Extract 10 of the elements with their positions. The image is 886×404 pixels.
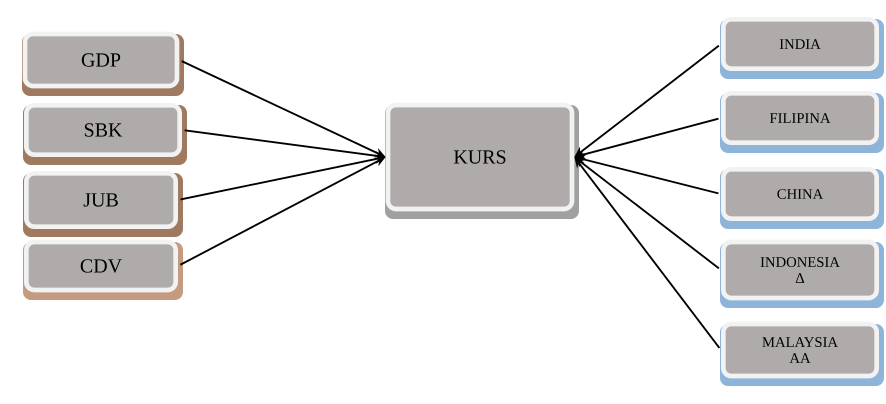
process-box: JUB — [23, 171, 183, 237]
process-box: CHINA — [720, 167, 884, 229]
process-box: MALAYSIA AA — [720, 322, 884, 386]
process-box: SBK — [23, 103, 187, 165]
process-box: GDP — [22, 32, 184, 96]
process-box: FILIPINA — [720, 91, 884, 153]
process-box: INDIA — [720, 17, 884, 79]
process-box: INDONESIA Δ — [720, 240, 884, 308]
process-box: CDV — [23, 240, 183, 300]
process-box: KURS — [385, 102, 579, 219]
